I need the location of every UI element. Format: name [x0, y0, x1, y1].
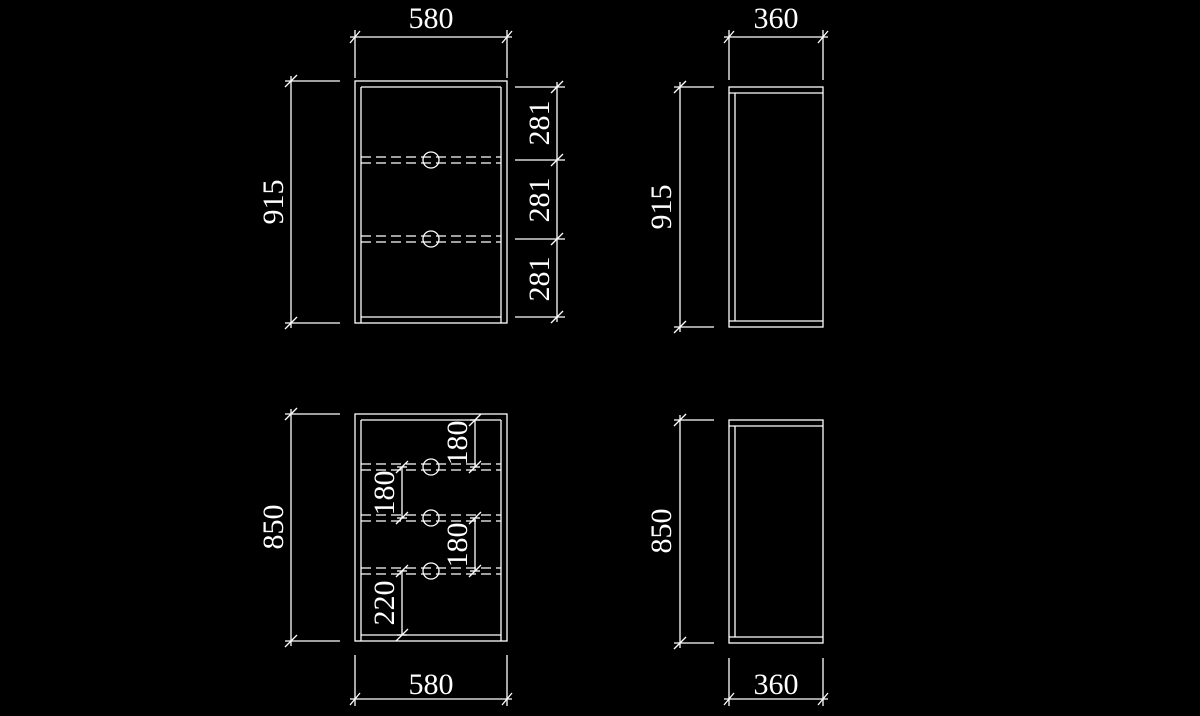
dim-bottom-side-height: 850 [645, 509, 678, 554]
dim-top-shelf-1: 281 [523, 101, 556, 146]
bottom-front-height-dim [284, 407, 340, 648]
bottom-front-hole-1 [422, 458, 440, 476]
top-front-outer [354, 80, 508, 324]
dim-top-shelf-2: 281 [523, 178, 556, 223]
bottom-side-width-dim [723, 658, 829, 706]
dim-bottom-front-height: 850 [257, 505, 290, 550]
top-front-shelf-dims [515, 80, 565, 324]
top-front-shelves [361, 156, 501, 243]
bottom-front-dim-upper [468, 413, 482, 474]
bottom-side-outer [728, 419, 824, 644]
dim-top-side-width: 360 [754, 2, 799, 35]
top-side-view [673, 30, 829, 334]
dim-top-front-height: 915 [257, 180, 290, 225]
top-front-view [284, 30, 565, 330]
bottom-front-hole-2 [422, 509, 440, 527]
bottom-front-outer [354, 413, 508, 642]
bottom-front-hole-3 [422, 562, 440, 580]
top-side-outer [728, 86, 824, 328]
dim-bottom-front-width: 580 [409, 668, 454, 701]
top-side-height-dim [673, 80, 714, 334]
dim-bottom-shelf-middle: 180 [368, 471, 401, 516]
dim-bottom-shelf-upper: 180 [441, 421, 474, 466]
dim-top-side-height: 915 [645, 185, 678, 230]
top-front-height-dim [284, 74, 340, 330]
bottom-side-height-dim [673, 413, 714, 650]
dim-bottom-side-width: 360 [754, 668, 799, 701]
bottom-front-shelves [361, 463, 501, 575]
bottom-front-dim-lower [468, 511, 482, 578]
dim-top-front-width: 580 [409, 2, 454, 35]
top-front-hole-1 [422, 151, 440, 169]
top-side-width-dim [723, 30, 829, 80]
dim-bottom-base: 220 [368, 581, 401, 626]
bottom-side-view [673, 413, 829, 706]
bottom-front-width-dim [349, 655, 513, 706]
dim-top-shelf-3: 281 [523, 257, 556, 302]
bottom-front-dim-middle [395, 460, 409, 525]
top-front-width-dim [349, 30, 513, 78]
bottom-front-dim-base [395, 564, 409, 642]
bottom-front-view [284, 407, 513, 706]
top-front-hole-2 [422, 230, 440, 248]
dim-bottom-shelf-lower: 180 [441, 523, 474, 568]
